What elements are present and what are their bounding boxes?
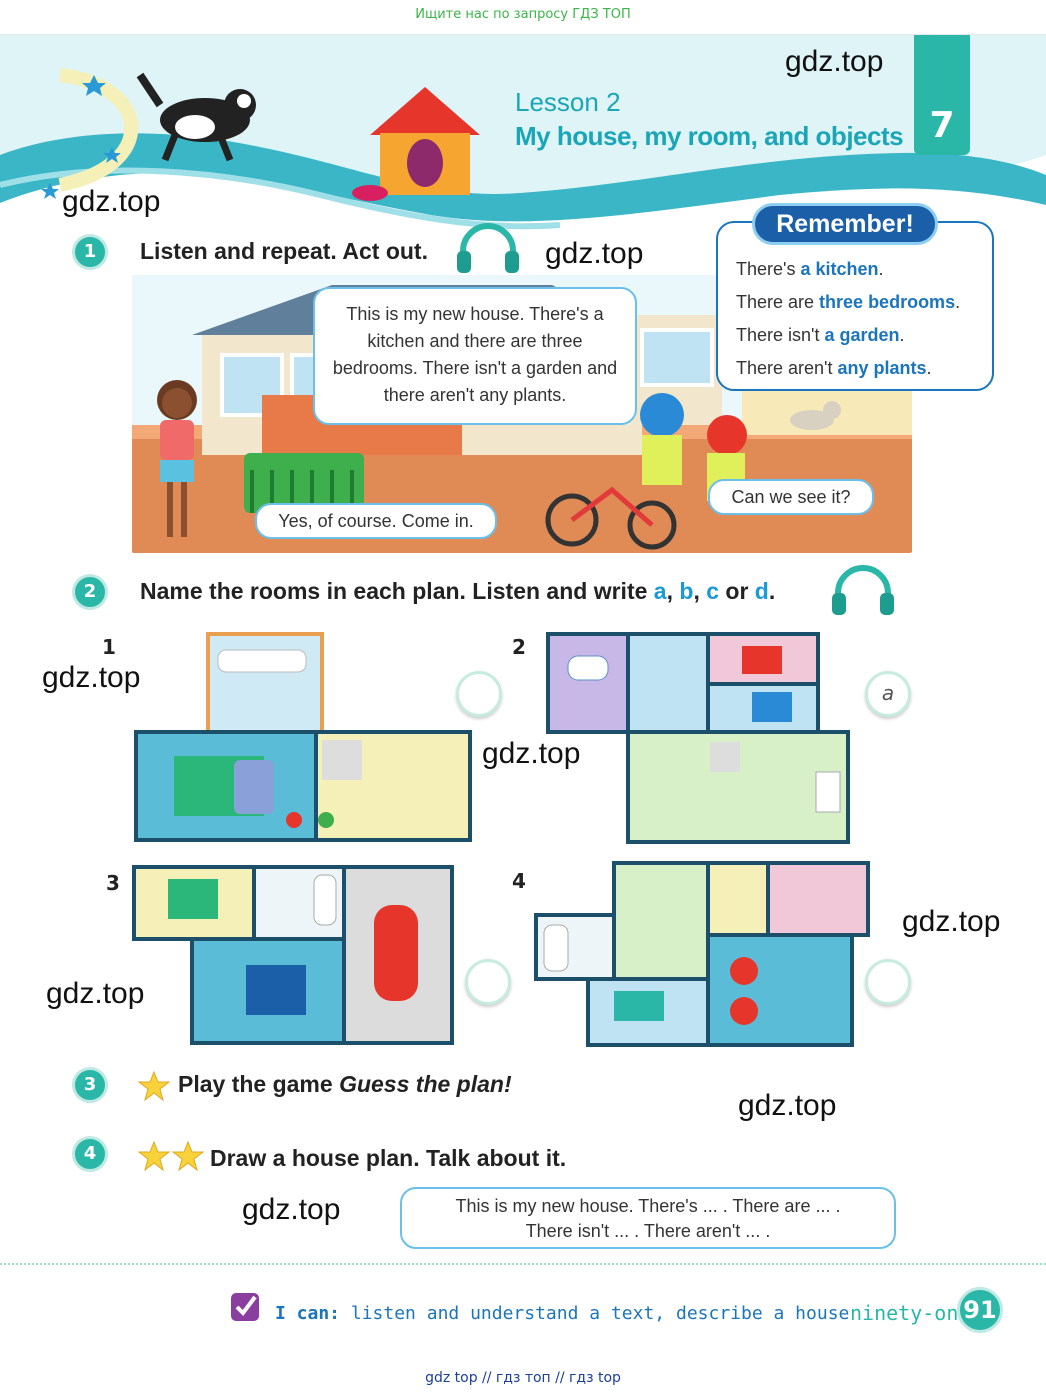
plan-label: 2 — [512, 635, 526, 659]
watermark: gdz.top — [62, 185, 161, 218]
checkbox-icon — [231, 1293, 259, 1321]
speech-bubble-prompt: This is my new house. There's ... . Ther… — [400, 1187, 896, 1249]
watermark: gdz.top — [242, 1193, 341, 1226]
headphones-icon — [457, 223, 519, 273]
watermark: gdz.top — [545, 237, 644, 270]
watermark: gdz.top — [482, 737, 581, 770]
dog-illustration — [136, 72, 256, 162]
answer-circle[interactable] — [465, 959, 511, 1005]
watermark: gdz.top — [738, 1089, 837, 1122]
exercise-instruction: Name the rooms in each plan. Listen and … — [140, 578, 776, 604]
unit-tab: 7 — [914, 35, 970, 155]
top-note: Ищите нас по запросу ГДЗ ТОП — [415, 7, 631, 22]
two-stars-icon — [138, 1141, 204, 1171]
remember-line: There isn't a garden. — [736, 325, 905, 345]
house-plan-1 — [134, 632, 472, 842]
remember-line: There are three bedrooms. — [736, 292, 961, 312]
watermark: gdz.top — [902, 905, 1001, 938]
answer-circle[interactable] — [456, 671, 502, 717]
exercise-number: 4 — [72, 1136, 108, 1172]
textbook-page: Lesson 2 My house, my room, and objects … — [0, 34, 1046, 1362]
cat-illustration — [790, 401, 841, 430]
exercise-number: 3 — [72, 1067, 108, 1103]
page-number: 91 — [957, 1287, 1003, 1333]
girl-character — [157, 380, 197, 537]
exercise-number: 2 — [72, 574, 108, 610]
exercise-instruction: Draw a house plan. Talk about it. — [210, 1145, 567, 1171]
remember-tag: Remember! — [752, 203, 938, 245]
plan-label: 1 — [102, 635, 116, 659]
footer-divider — [0, 1263, 1046, 1265]
house-plan-3 — [132, 865, 454, 1045]
watermark: gdz.top — [42, 661, 141, 694]
answer-circle[interactable] — [865, 959, 911, 1005]
speech-bubble-main: This is my new house. There's a kitchen … — [313, 287, 637, 425]
star-icon — [138, 1071, 170, 1101]
lesson-number: Lesson 2 — [515, 87, 621, 117]
bottom-note: gdz top // гдз топ // гдз top — [425, 1370, 621, 1386]
speech-bubble-can: Can we see it? — [708, 479, 874, 515]
i-can-statement: I can: listen and understand a text, des… — [275, 1303, 850, 1324]
exercise-instruction: Listen and repeat. Act out. — [140, 238, 428, 264]
plan-label: 3 — [106, 871, 120, 895]
page-word: ninety-one — [850, 1301, 971, 1325]
speech-bubble-yes: Yes, of course. Come in. — [255, 503, 497, 539]
headphones-icon — [832, 565, 894, 615]
house-plan-4 — [534, 861, 870, 1047]
remember-line: There aren't any plants. — [736, 358, 932, 378]
watermark: gdz.top — [785, 45, 884, 78]
remember-line: There's a kitchen. — [736, 259, 884, 279]
remember-box: There's a kitchen. There are three bedro… — [716, 221, 994, 391]
watermark: gdz.top — [46, 977, 145, 1010]
exercise-number: 1 — [72, 234, 108, 270]
lesson-title: My house, my room, and objects — [515, 121, 904, 151]
plan-label: 4 — [512, 869, 526, 893]
doghouse-illustration — [352, 87, 480, 201]
header-banner — [0, 35, 1046, 230]
moon-shape — [58, 68, 139, 192]
answer-circle[interactable]: a — [865, 671, 911, 717]
house-plan-2 — [546, 632, 850, 844]
exercise-instruction: Play the game Guess the plan! — [178, 1071, 512, 1097]
